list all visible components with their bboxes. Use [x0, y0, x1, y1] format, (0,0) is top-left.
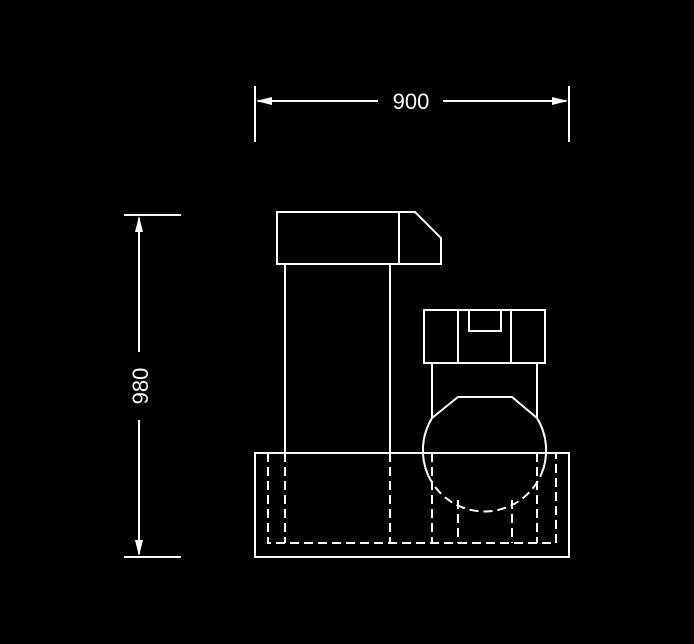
width-arrow-right	[552, 97, 568, 105]
width-arrow-left	[256, 97, 272, 105]
height-arrow-top	[135, 216, 143, 232]
pump-body-top	[431, 396, 538, 419]
base-hidden-inner	[267, 453, 557, 544]
height-arrow-bottom	[135, 540, 143, 556]
width-dimension: 900	[254, 86, 570, 142]
column-head	[276, 211, 442, 265]
pump-body-arc-left	[421, 417, 433, 476]
height-dimension-label: 980	[128, 368, 153, 405]
motor-notch	[468, 310, 502, 332]
height-dimension: 980	[124, 214, 181, 558]
pump-body-arc-right	[536, 417, 548, 476]
width-dimension-label: 900	[393, 89, 430, 114]
pump-body-hidden-bottom	[427, 474, 542, 513]
motor-housing	[423, 309, 546, 364]
base-outline	[254, 452, 570, 558]
